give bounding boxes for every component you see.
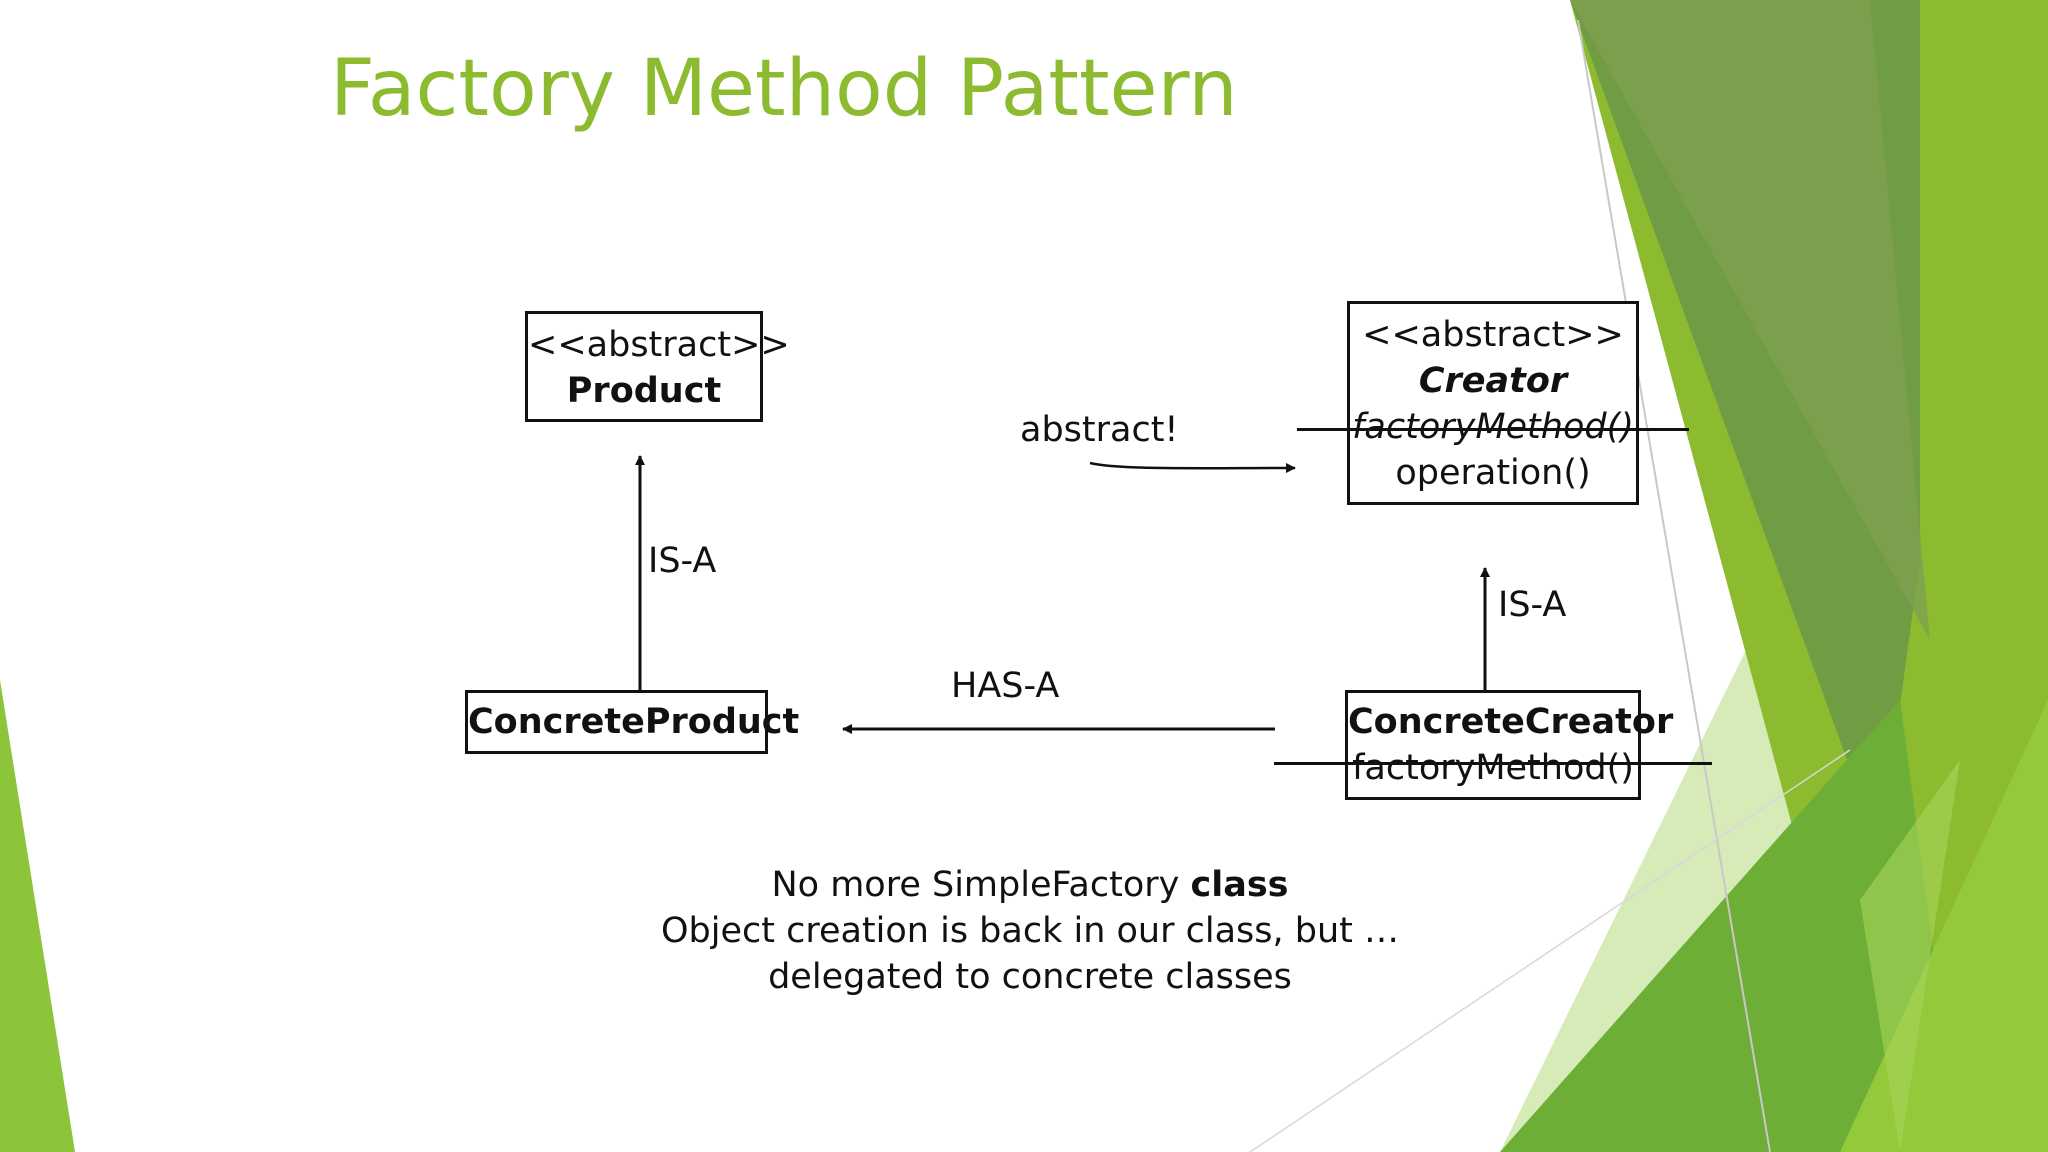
concrete-creator-name: ConcreteCreator <box>1348 702 1674 742</box>
decor-thin-line-2 <box>1249 749 1851 1152</box>
concrete-creator-strikethrough <box>1274 762 1712 765</box>
product-class-box: <<abstract>> Product <box>525 311 790 422</box>
right-decor-shape-darker <box>1570 0 1930 640</box>
caption-line-1-bold: class <box>1190 865 1289 905</box>
creator-stereotype: <<abstract>> <box>1362 315 1624 355</box>
caption-line-1-text: No more SimpleFactory <box>771 865 1191 905</box>
caption-line-2: Object creation is back in our class, bu… <box>660 911 1400 951</box>
right-decor-shape-bottom <box>1500 700 1960 1152</box>
left-decor-shape <box>0 680 75 1152</box>
caption-line-3: delegated to concrete classes <box>768 957 1292 997</box>
right-decor-shape-highlight <box>1860 760 1960 1152</box>
creator-is-a-label: IS-A <box>1498 585 1567 625</box>
product-stereotype: <<abstract>> <box>528 325 790 365</box>
concrete-creator-class-box: ConcreteCreator factoryMethod() <box>1345 690 1674 800</box>
creator-operation-method: operation() <box>1395 453 1591 493</box>
caption-line-1: No more SimpleFactory class <box>560 862 1500 908</box>
slide-caption: No more SimpleFactory class Object creat… <box>560 862 1500 1000</box>
decor-thin-line-1 <box>1577 19 1771 1152</box>
has-a-label: HAS-A <box>951 666 1060 706</box>
creator-strikethrough <box>1297 428 1689 431</box>
concrete-product-class-box: ConcreteProduct <box>465 690 800 754</box>
creator-factory-method: factoryMethod() <box>1352 407 1634 447</box>
slide-title: Factory Method Pattern <box>330 44 1238 134</box>
concrete-creator-factory-method: factoryMethod() <box>1352 748 1634 788</box>
abstract-annotation: abstract! <box>1020 410 1179 450</box>
concrete-product-name: ConcreteProduct <box>468 702 800 742</box>
product-is-a-label: IS-A <box>648 541 717 581</box>
product-name: Product <box>566 371 722 411</box>
creator-class-box: <<abstract>> Creator factoryMethod() ope… <box>1347 301 1639 505</box>
creator-name: Creator <box>1418 361 1568 401</box>
